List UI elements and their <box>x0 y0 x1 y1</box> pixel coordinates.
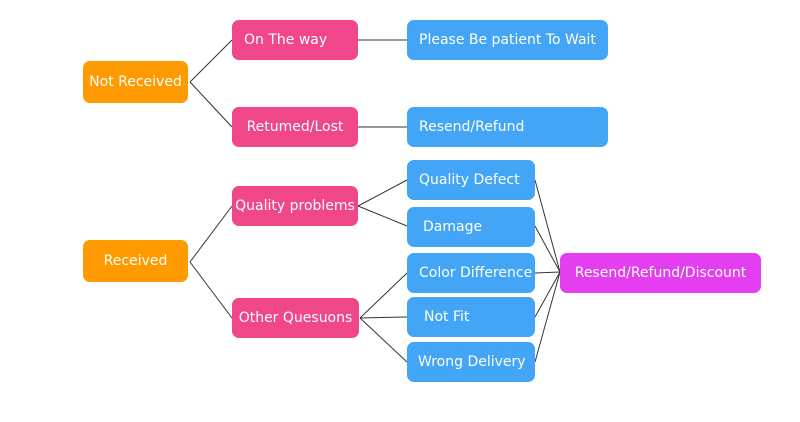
node-resend-refund: Resend/Refund <box>407 107 608 147</box>
node-returned-lost: Retumed/Lost <box>232 107 358 147</box>
node-other-questions: Other Quesuons <box>232 298 359 338</box>
connector-received-other <box>189 261 233 319</box>
connector-color-outcome <box>534 271 561 274</box>
connector-quality-defect <box>357 179 408 207</box>
node-received: Received <box>83 240 188 282</box>
node-damage: Damage <box>407 207 535 247</box>
connector-other-notfit <box>359 316 408 319</box>
node-not-received: Not Received <box>83 61 188 103</box>
connector-other-color <box>359 272 408 319</box>
connector-defect-outcome <box>534 179 561 273</box>
connector-quality-damage <box>357 205 408 227</box>
node-quality-defect: Quality Defect <box>407 160 535 200</box>
connector-wrong-outcome <box>534 271 561 363</box>
connector-not-received-returned-lost <box>189 81 233 128</box>
connector-other-wrong <box>359 317 408 363</box>
node-not-fit: Not Fit <box>407 297 535 337</box>
node-please-wait: Please Be patient To Wait <box>407 20 608 60</box>
node-wrong-delivery: Wrong Delivery <box>407 342 535 382</box>
connector-notfit-outcome <box>534 271 561 318</box>
node-quality-problems: Quality problems <box>232 186 358 226</box>
connector-damage-outcome <box>534 225 561 273</box>
node-on-the-way: On The way <box>232 20 358 60</box>
node-resend-refund-discount: Resend/Refund/Discount <box>560 253 761 293</box>
connector-received-quality <box>189 205 233 263</box>
connector-not-received-on-the-way <box>189 39 233 83</box>
node-color-difference: Color Difference <box>407 253 535 293</box>
